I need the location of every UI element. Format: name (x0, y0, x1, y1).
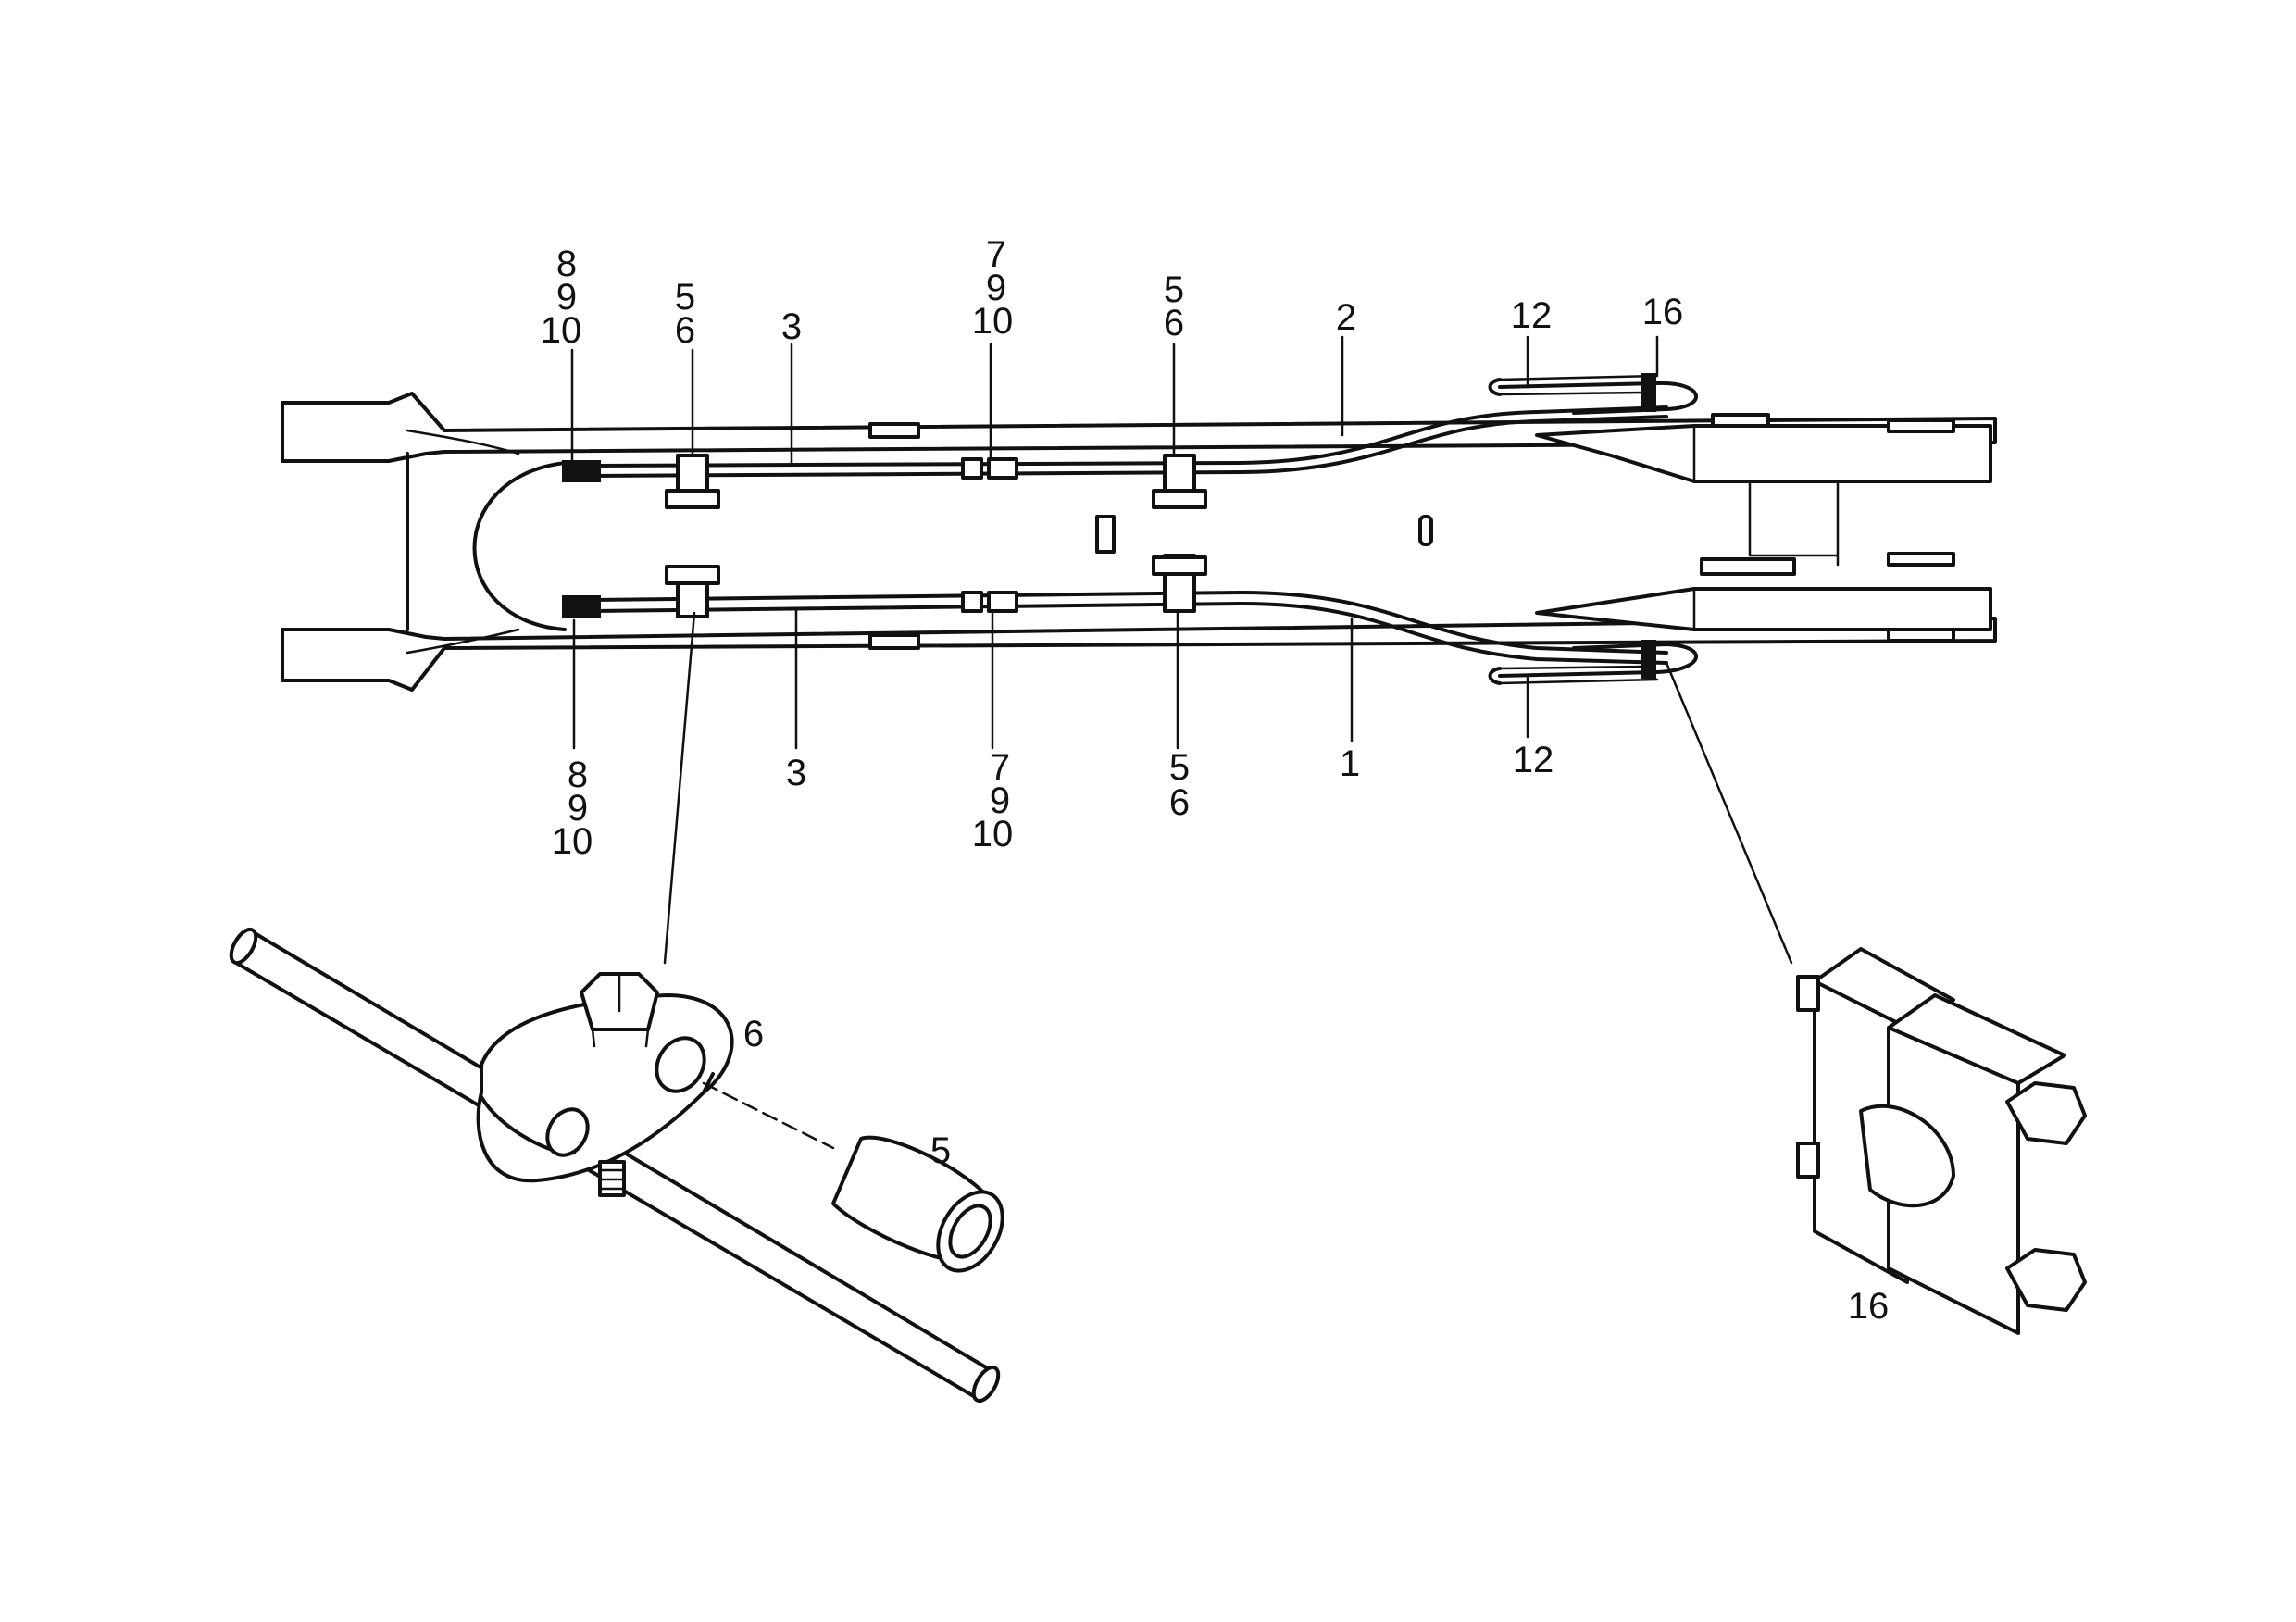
leader-lines (570, 335, 1793, 965)
label-top-mid-7: 7 (986, 234, 1006, 275)
label-top-hose-12: 12 (1511, 295, 1553, 336)
label-pipe-2: 2 (1336, 297, 1356, 338)
pad-top (868, 422, 920, 439)
bottom-pipe (591, 591, 1668, 655)
label-top-left-8: 8 (556, 243, 577, 284)
label-top-clamp-right-6: 6 (1164, 303, 1184, 343)
clamp-hole-left (545, 1107, 590, 1157)
fitting-bottom-mid-b (987, 591, 1018, 613)
label-bottom-left-8: 8 (568, 755, 588, 795)
fitting-bottom-left (562, 595, 601, 618)
label-top-mid-9: 9 (986, 268, 1006, 308)
block-bore (1859, 1104, 1955, 1208)
top-pipe (591, 406, 1668, 468)
right-pad-top2 (1711, 413, 1770, 428)
bolt-upper (2005, 1081, 2087, 1145)
bolt-back-lower (1796, 1142, 1820, 1179)
slot-left (1095, 515, 1116, 554)
label-detail-clamp-6: 6 (743, 1014, 764, 1054)
label-bottom-hose-12: 12 (1513, 740, 1554, 780)
label-bottom-mid-10: 10 (972, 814, 1014, 855)
bolt-back-upper (1796, 975, 1820, 1012)
lower-fork-arm (281, 617, 1997, 692)
label-top-left-9: 9 (556, 277, 577, 318)
boom-arm (281, 392, 1997, 692)
label-bottom-pipe-3: 3 (786, 753, 806, 793)
label-top-clamp-left-5: 5 (675, 277, 695, 318)
label-bottom-mid-7: 7 (990, 747, 1010, 788)
pad-bottom (868, 633, 920, 650)
fittings-left (562, 460, 601, 618)
label-top-clamp-right-5: 5 (1164, 269, 1184, 310)
fittings-mid (961, 457, 1018, 613)
label-top-clamp-left-6: 6 (675, 310, 695, 351)
pipes (591, 373, 1698, 685)
bottom-hose (1498, 643, 1698, 678)
slot-right (1418, 515, 1433, 546)
block-bottom (1641, 640, 1656, 679)
label-bottom-clamp-5: 5 (1169, 747, 1190, 788)
detail-connector-block (1796, 947, 2087, 1335)
fitting-top-mid-a (961, 457, 983, 480)
block-top (1641, 373, 1656, 412)
clamp-hole-right (655, 1036, 706, 1093)
label-top-mid-10: 10 (972, 301, 1014, 342)
label-detail-bushing-5: 5 (930, 1130, 951, 1171)
label-bottom-left-9: 9 (568, 788, 588, 829)
label-bottom-left-10: 10 (552, 821, 593, 862)
fork-throat (406, 452, 567, 631)
label-top-block-16: 16 (1642, 292, 1684, 332)
clamps-assembly (665, 454, 1207, 618)
cross-bar (1700, 557, 1796, 576)
right-pad-top (1887, 418, 1955, 433)
right-frame-upper (1535, 424, 1992, 483)
callout-labels: 8 9 10 5 6 3 7 9 10 5 6 2 12 16 8 9 10 3… (541, 234, 1890, 1327)
detail-pipe-clamp (229, 927, 1004, 1404)
label-bottom-clamp-6: 6 (1169, 782, 1190, 823)
top-hose (1498, 381, 1698, 415)
fitting-top-left (562, 460, 601, 482)
bolt-lower (2005, 1248, 2087, 1312)
label-top-pipe-3: 3 (781, 306, 802, 347)
fitting-top-mid-b (987, 457, 1018, 480)
right-pad-bottom2 (1887, 628, 1955, 643)
right-frame-lower (1535, 587, 1992, 631)
right-pad-bottom (1887, 552, 1955, 567)
label-bottom-mid-9: 9 (990, 780, 1010, 821)
label-detail-block-16: 16 (1848, 1286, 1890, 1327)
label-pipe-1: 1 (1340, 743, 1360, 784)
fitting-bottom-mid-a (961, 591, 983, 613)
label-top-left-10: 10 (541, 310, 582, 351)
